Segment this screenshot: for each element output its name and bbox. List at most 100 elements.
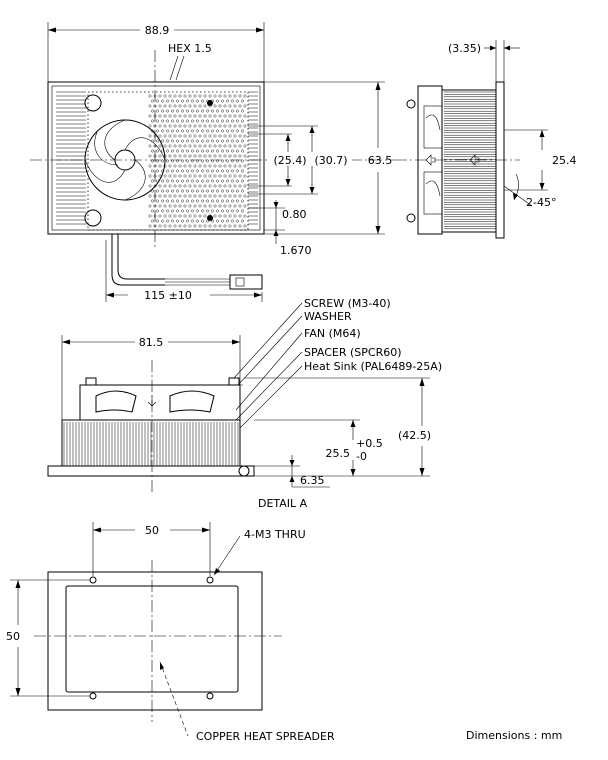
perf-dot	[218, 184, 222, 188]
perf-dot	[196, 129, 199, 133]
perf-dot	[223, 94, 227, 98]
perf-dot	[153, 224, 157, 228]
perf-dot	[168, 164, 172, 168]
perf-dot	[193, 204, 197, 208]
perf-dot	[218, 214, 222, 218]
perf-dot	[178, 184, 182, 188]
perf-dot	[158, 194, 162, 198]
perf-dot	[243, 104, 247, 108]
perf-dot	[201, 219, 204, 223]
perf-dot	[243, 174, 247, 178]
perf-dot	[243, 94, 247, 98]
inner-dim-2: (30.7)	[314, 154, 347, 167]
perf-dot	[193, 174, 197, 178]
perf-dot	[216, 179, 219, 183]
perf-dot	[223, 184, 227, 188]
perf-dot	[188, 94, 192, 98]
perf-dot	[218, 164, 222, 168]
perf-dot	[193, 154, 197, 158]
perf-dot	[211, 219, 214, 223]
perf-dot	[168, 184, 172, 188]
perf-dot	[208, 154, 212, 158]
perf-dot	[181, 189, 184, 193]
front-view-fins	[63, 422, 239, 466]
perf-dot	[176, 109, 179, 113]
top-view-perf-dots	[148, 94, 247, 228]
hex-leader	[175, 55, 185, 81]
perf-dot	[233, 184, 237, 188]
perf-dot	[203, 124, 207, 128]
perf-dot	[168, 224, 172, 228]
perf-dot	[203, 184, 207, 188]
perf-dot	[148, 154, 152, 158]
spreader-label: COPPER HEAT SPREADER	[196, 730, 335, 743]
dim-arrow	[375, 82, 381, 90]
perf-dot	[193, 124, 197, 128]
perf-dot	[203, 164, 207, 168]
top-view-plate	[47, 81, 265, 235]
perf-dot	[183, 214, 187, 218]
perf-dot	[148, 94, 152, 98]
perf-dot	[201, 139, 204, 143]
perf-dot	[148, 104, 152, 108]
perf-dot	[198, 164, 202, 168]
perf-dot	[228, 134, 232, 138]
perf-dot	[218, 204, 222, 208]
perf-dot	[236, 219, 239, 223]
perf-dot	[231, 149, 234, 153]
perf-dot	[176, 199, 179, 203]
perf-dot	[198, 114, 202, 118]
top-width-dim: 88.9	[145, 24, 170, 37]
perf-dot	[166, 199, 169, 203]
perf-dot	[188, 104, 192, 108]
perf-dot	[243, 204, 247, 208]
perf-dot	[206, 159, 209, 163]
perf-dot	[183, 124, 187, 128]
perf-dot	[228, 184, 232, 188]
perf-dot	[241, 139, 244, 143]
front-view-base	[47, 465, 255, 477]
perf-dot	[206, 179, 209, 183]
perf-dot	[211, 199, 214, 203]
perf-dot	[201, 159, 204, 163]
perf-dot	[186, 109, 189, 113]
top-view-fan-blade	[124, 137, 166, 161]
perf-dot	[198, 224, 202, 228]
perf-dot	[188, 194, 192, 198]
perf-dot	[168, 94, 172, 98]
perf-dot	[226, 119, 229, 123]
perf-dot	[156, 219, 159, 223]
dim-arrow	[539, 183, 545, 190]
perf-dot	[208, 114, 212, 118]
perf-dot	[203, 194, 207, 198]
top-view-flange	[51, 85, 261, 231]
top-view-perforation	[87, 91, 249, 231]
perf-dot	[168, 154, 172, 158]
perf-dot	[236, 209, 239, 213]
perf-dot	[223, 164, 227, 168]
perf-dot	[218, 104, 222, 108]
perf-dot	[166, 139, 169, 143]
perf-dot	[158, 204, 162, 208]
perf-dot	[171, 169, 174, 173]
top-view-fan-blade	[94, 131, 119, 166]
perf-dot	[238, 124, 242, 128]
perf-dot	[241, 199, 244, 203]
perf-dot	[161, 119, 164, 123]
perf-dot	[178, 194, 182, 198]
perf-dot	[201, 179, 204, 183]
top-view-fins	[56, 91, 258, 225]
perf-dot	[221, 169, 224, 173]
perf-dot	[221, 129, 224, 133]
perf-dot	[238, 154, 242, 158]
perf-dot	[178, 134, 182, 138]
perf-dot	[168, 174, 172, 178]
dim-arrow	[539, 130, 545, 137]
perf-dot	[168, 124, 172, 128]
perf-dot	[158, 154, 162, 158]
dim-arrow	[350, 420, 356, 427]
perf-dot	[158, 184, 162, 188]
perf-dot	[233, 134, 237, 138]
perf-dot	[233, 194, 237, 198]
perf-dot	[243, 214, 247, 218]
